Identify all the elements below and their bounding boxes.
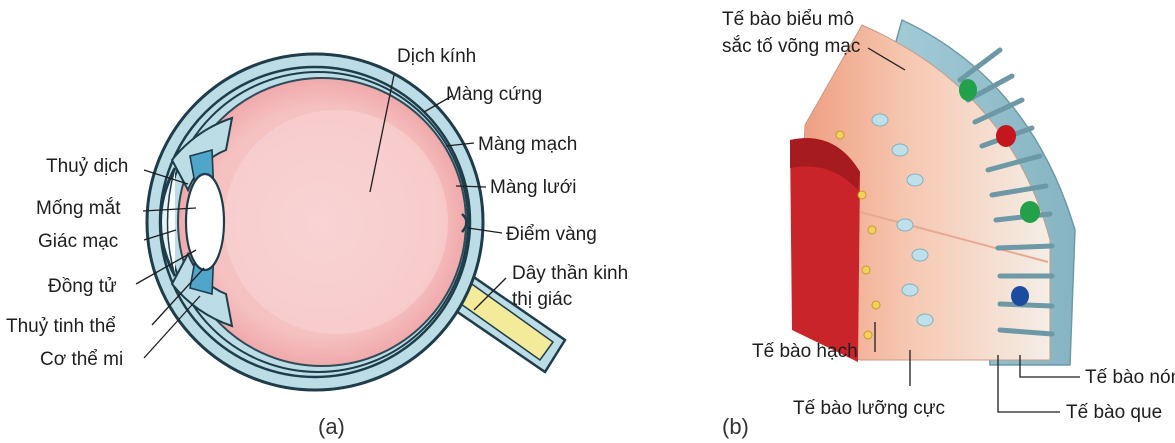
eye-diagram: Dịch kính Màng cứng Màng mạch Màng lưới … [6,46,628,439]
label-aqueous: Thuỷ dịch [46,156,128,177]
label-lens: Thuỷ tinh thể [6,316,116,337]
retina-diagram: Tế bào biểu mô sắc tố võng mạc Tế bào hạ… [722,9,1175,439]
label-optic-nerve-2: thị giác [512,289,572,310]
label-bipolar: Tế bào lưỡng cực [793,398,945,419]
label-rod: Tế bào que [1066,402,1162,423]
label-optic-nerve-1: Dây thần kinh [512,263,628,284]
label-cone: Tế bào nón [1085,367,1175,388]
caption-a: (a) [318,414,345,439]
label-ganglion: Tế bào hạch [752,341,858,362]
label-macula: Điểm vàng [506,224,597,245]
cone-blue [1011,286,1029,306]
label-retina: Màng lưới [490,177,576,198]
label-sclera: Màng cứng [446,84,542,105]
label-rpe-1: Tế bào biểu mô [722,9,854,30]
cone-green-2 [1020,201,1040,223]
label-pupil: Đồng tử [48,276,117,297]
lens [186,174,224,270]
cone-green-1 [959,79,977,101]
label-choroid: Màng mạch [478,134,577,155]
label-iris: Mống mắt [36,197,121,219]
cone-red [996,125,1016,147]
label-ciliary: Cơ thể mi [40,349,123,370]
label-rpe-2: sắc tố võng mạc [722,35,860,57]
label-cornea: Giác mạc [38,231,118,252]
label-vitreous: Dịch kính [397,46,476,67]
caption-b: (b) [722,414,749,439]
